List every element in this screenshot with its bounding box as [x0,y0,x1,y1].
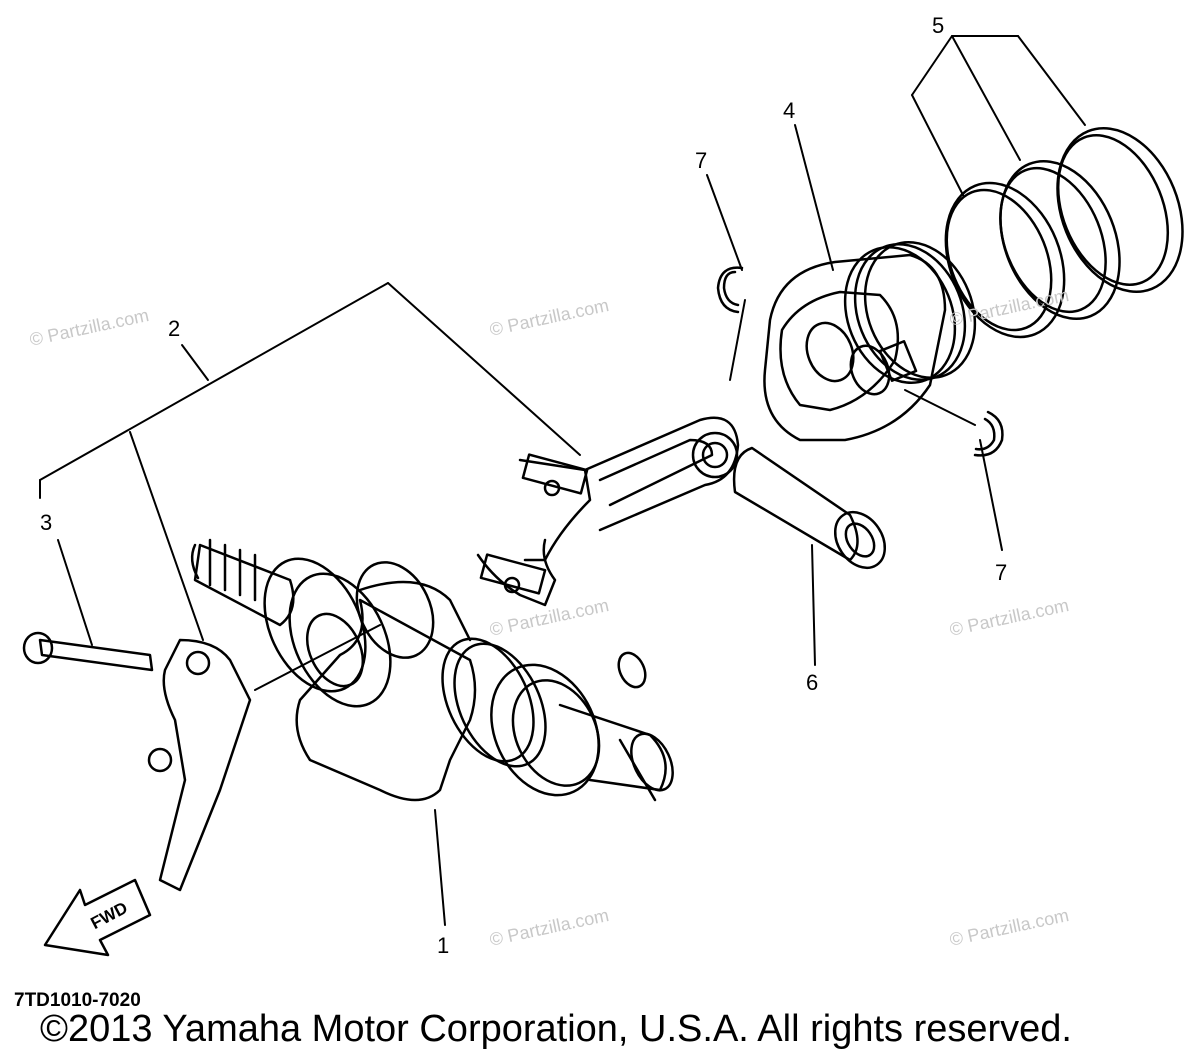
callout-1: 1 [437,933,450,958]
crankshaft [190,538,674,802]
callout-4: 4 [783,98,796,123]
fwd-arrow [43,878,152,957]
piston-rings [944,126,1184,339]
callout-7-top: 7 [695,148,708,173]
copyright-notice: ©2013 Yamaha Motor Corporation, U.S.A. A… [40,1008,1072,1050]
diagram-code: 7TD1010-7020 [14,990,141,1011]
callout-3: 3 [40,510,53,535]
leader-lines [39,35,1086,926]
piston [763,240,977,442]
bolt-and-bearing-cap [22,631,252,892]
circlips [716,266,1004,457]
callout-2: 2 [168,316,181,341]
piston-pin [732,446,887,569]
callout-6: 6 [806,670,819,695]
connecting-rod [476,416,740,607]
callout-5: 5 [932,13,945,38]
callout-7-bottom: 7 [995,560,1008,585]
